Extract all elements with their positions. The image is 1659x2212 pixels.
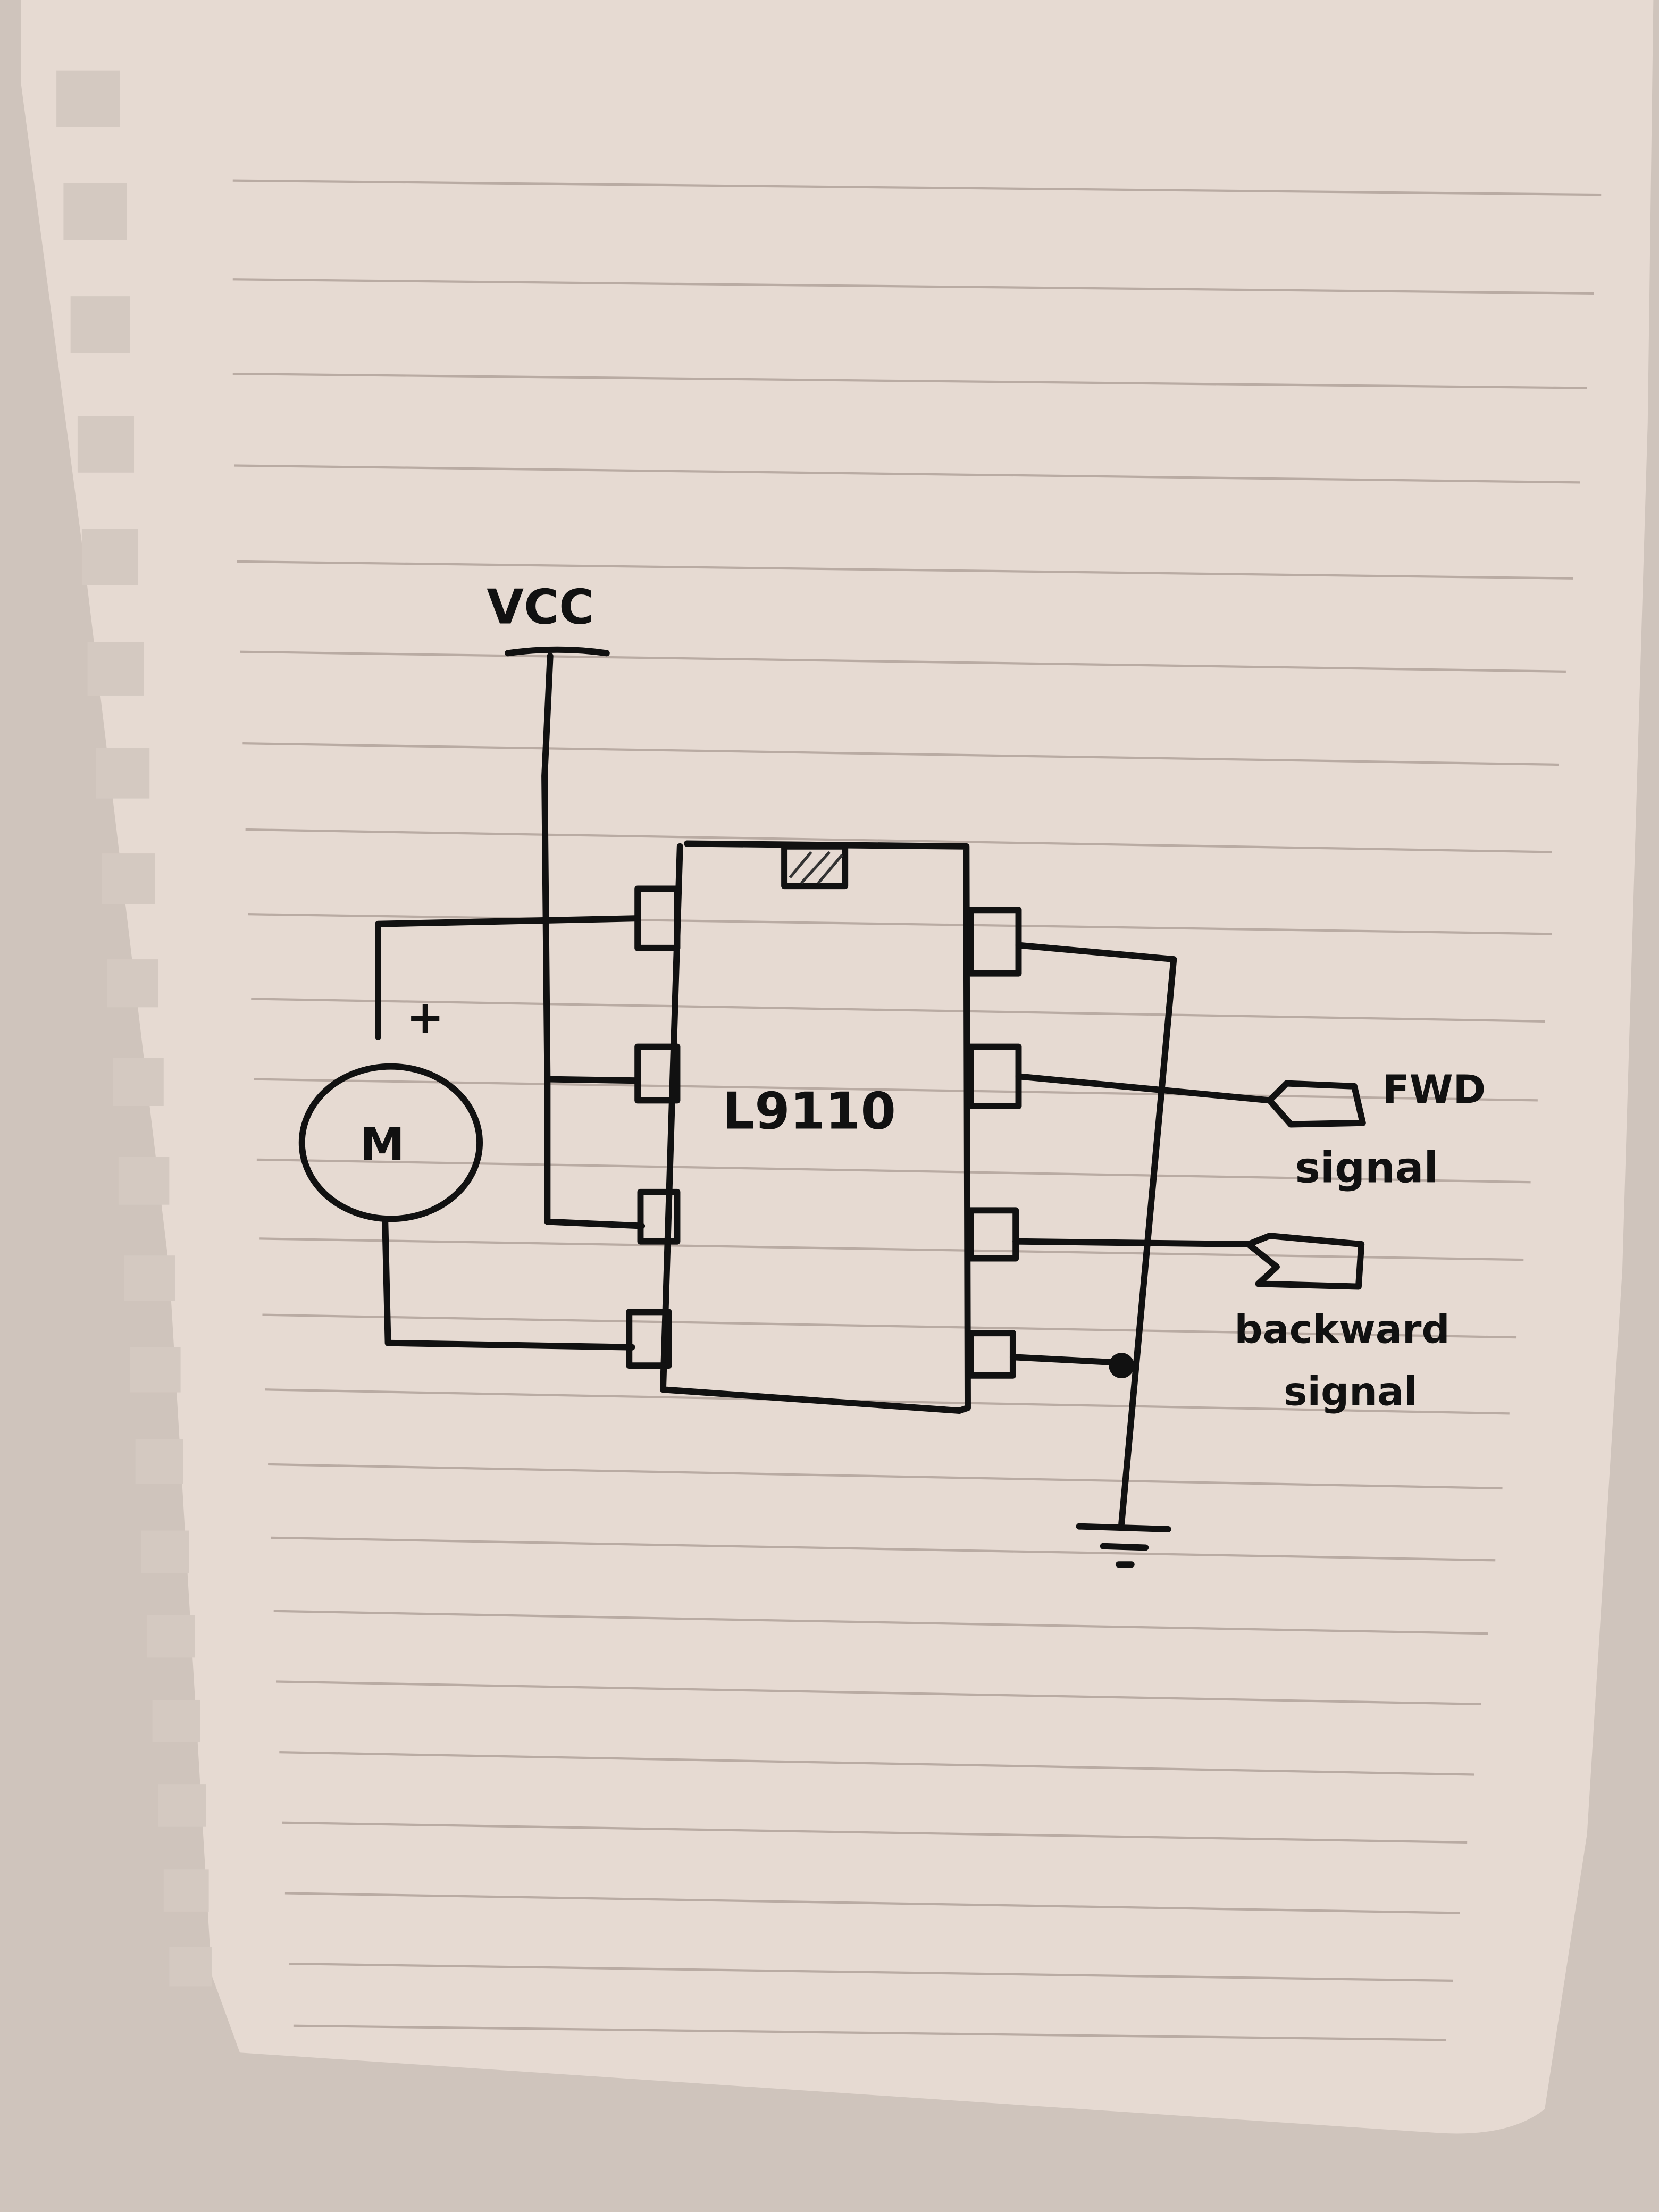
ground-symbol-icon [1076, 1523, 1171, 1568]
pin-left-2 [634, 1043, 681, 1104]
vcc-rail [505, 646, 646, 1229]
motor-wires [375, 915, 641, 1351]
pin-left-3 [637, 1188, 681, 1245]
junction-dot [1109, 1353, 1135, 1379]
chip-label: L9110 [722, 1081, 896, 1141]
ground-wiring [1009, 942, 1177, 1527]
chip-notch [781, 843, 849, 890]
pin-right-3 [967, 1207, 1019, 1262]
backward-input-connector[interactable] [1245, 1233, 1365, 1290]
fwd-input-connector[interactable] [1266, 1080, 1366, 1128]
fwd-label: FWD [1382, 1067, 1486, 1113]
notebook-page [21, 0, 1654, 2134]
spiral-binding-holes [56, 70, 212, 1987]
pin-left-4 [626, 1309, 672, 1369]
motor-label: M [360, 1118, 405, 1171]
vcc-label: VCC [487, 580, 594, 635]
motor-polarity-plus: + [406, 991, 444, 1044]
motor-symbol [298, 1063, 483, 1222]
ruled-lines [232, 179, 1602, 2041]
backward-label: backward [1234, 1306, 1449, 1353]
l9110-chip [626, 840, 1022, 1414]
fwd-wire [1015, 1073, 1273, 1104]
fwd-signal-label: signal [1295, 1143, 1438, 1192]
backward-signal-label: signal [1284, 1368, 1417, 1414]
backward-wire [1012, 1238, 1252, 1247]
pin-right-1 [967, 907, 1022, 977]
